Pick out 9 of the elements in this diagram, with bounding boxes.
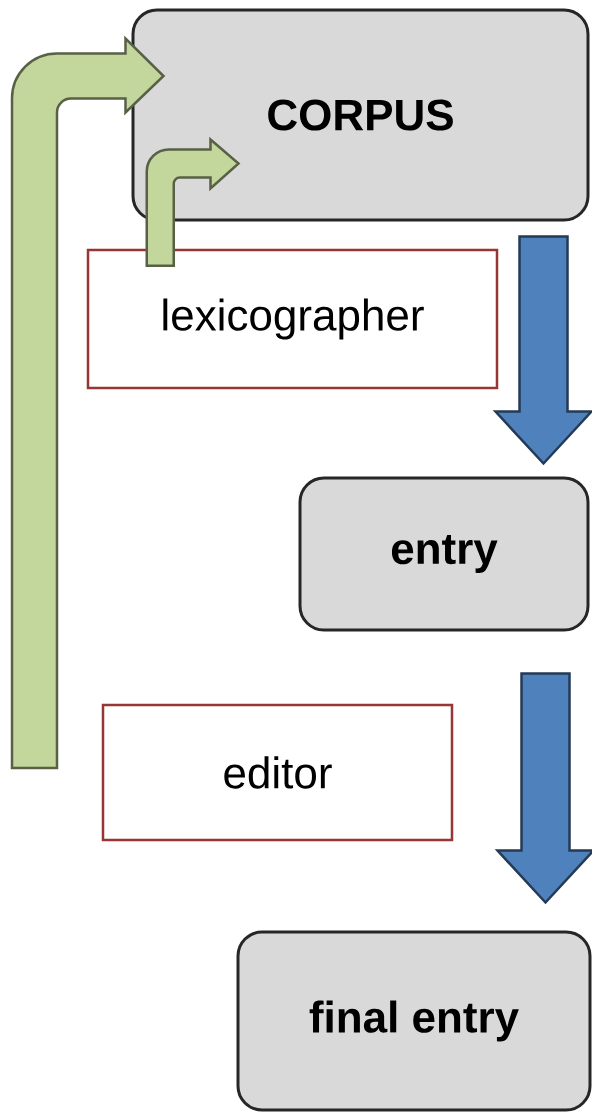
process-box: entry <box>298 476 590 632</box>
role-box: lexicographer <box>86 248 499 390</box>
role-box: editor <box>101 703 454 842</box>
block-arrow <box>145 138 240 267</box>
block-arrow <box>492 235 592 466</box>
process-box: final entry <box>236 930 592 1112</box>
block-arrow <box>10 37 165 770</box>
block-arrow <box>494 672 592 905</box>
process-box: CORPUS <box>131 8 590 222</box>
